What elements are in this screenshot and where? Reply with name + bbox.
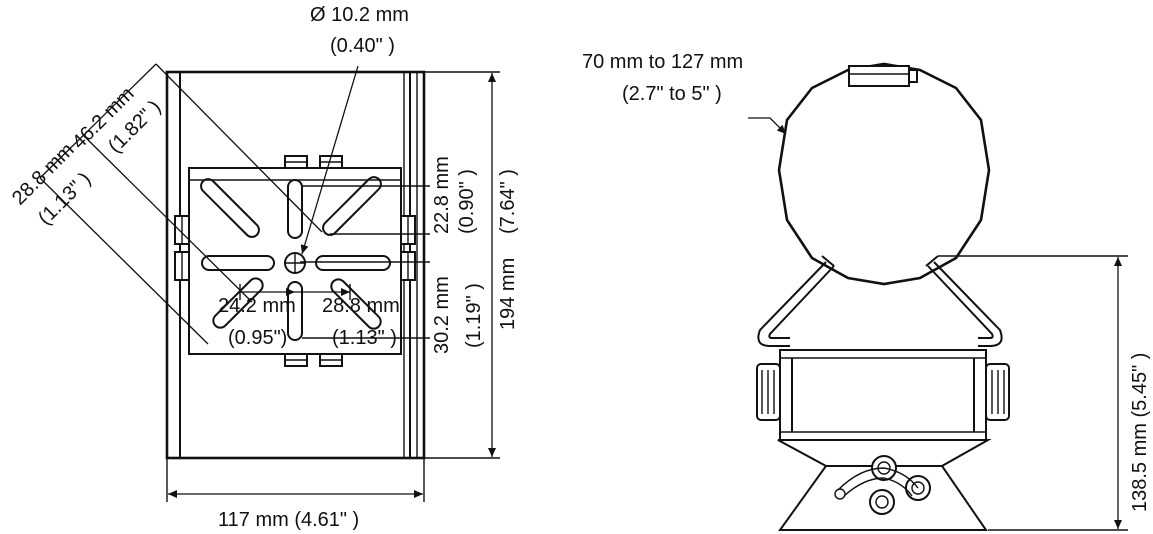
overall-width-label: 117 mm (4.61" )	[218, 509, 359, 531]
slot-v-top-mm: 22.8 mm	[431, 156, 453, 234]
mounting-slots	[200, 176, 391, 341]
side-clamp-nuts	[174, 215, 416, 281]
side-height-label: 138.5 mm (5.45" )	[1129, 353, 1151, 512]
slot-v-bottom-mm: 30.2 mm	[431, 276, 453, 354]
clamp-block	[848, 65, 918, 87]
slot-v-bottom-in: (1.19" )	[463, 283, 485, 348]
slot-h-right-in: (1.13" )	[332, 327, 397, 349]
dimension-lines	[39, 63, 500, 502]
bracket-base	[777, 439, 992, 531]
center-hole	[284, 252, 306, 274]
pole-leader	[748, 117, 787, 135]
height-dimension	[938, 255, 1128, 531]
slot-h-left-in: (0.95")	[228, 327, 287, 349]
pole-outline	[777, 62, 991, 286]
pole-range-in: (2.7" to 5" )	[622, 83, 722, 105]
slot-h-right-mm: 28.8 mm	[322, 295, 400, 317]
side-view: 70 mm to 127 mm (2.7" to 5" ) 138.5 mm (…	[582, 51, 1151, 531]
hole-diameter-mm: Ø 10.2 mm	[310, 4, 409, 26]
slot-h-left-mm: 24.2 mm	[218, 295, 296, 317]
hole-diameter-in: (0.40" )	[330, 35, 395, 57]
overall-height-in-label: (7.64" )	[497, 169, 519, 234]
pole-range-mm: 70 mm to 127 mm	[582, 51, 743, 73]
front-view: Ø 10.2 mm (0.40" ) 28.8 mm (1.13" ) 46.2…	[8, 4, 519, 531]
clamp-band	[757, 255, 1003, 347]
overall-height-label: 194 mm	[497, 258, 519, 330]
bolt-heads	[284, 155, 343, 367]
slot-v-top-in: (0.90" )	[456, 169, 478, 234]
bracket-housing	[756, 349, 1010, 441]
